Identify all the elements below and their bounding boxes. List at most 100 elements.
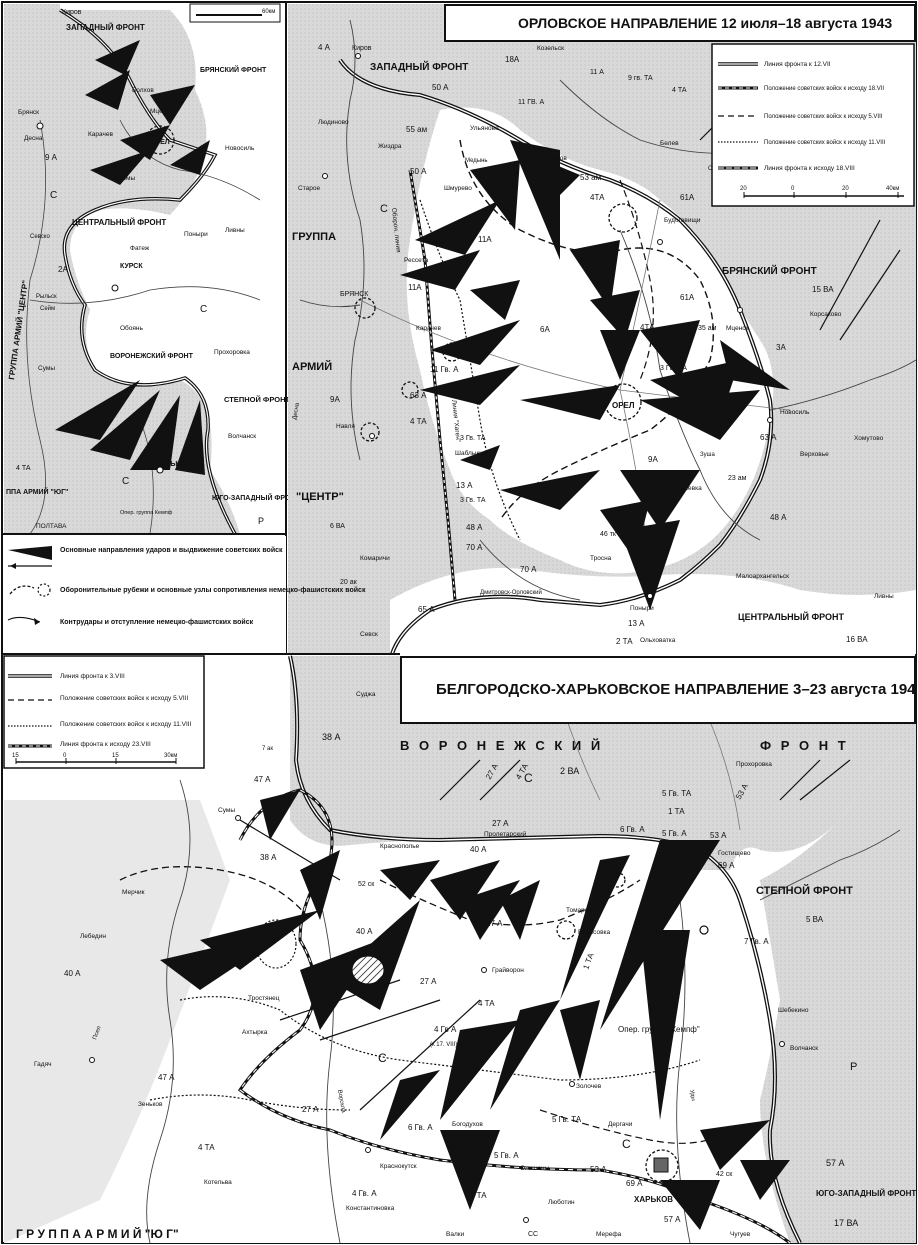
belg-label-7a: 7 ак: [262, 746, 273, 752]
orel-label-50a-b: 50 А: [410, 167, 427, 176]
belg-scale-3: 15: [112, 753, 119, 759]
belg-label-yugo-zapadny: ЮГО-ЗАПАДНЫЙ ФРОНТ: [816, 1189, 916, 1198]
inset-label-2a: 2А: [58, 265, 68, 274]
belg-label-akhtyrka: Ахтырка: [242, 1029, 268, 1036]
belg-label-c2: С: [378, 1051, 387, 1065]
inset-label-fatezh: Фатеж: [130, 245, 150, 252]
orel-label-18a: 18А: [505, 55, 520, 64]
belg-label-57a-b: 57 А: [664, 1215, 681, 1224]
belg-label-5va: 5 ВА: [806, 915, 824, 924]
orel-label-2ta: 2 ТА: [616, 637, 633, 646]
belg-label-42a: 42 ск: [716, 1171, 733, 1178]
orel-label-3ta: 3 ГВ. ТА: [660, 365, 687, 372]
belg-label-sudzha: Суджа: [356, 691, 376, 698]
orel-label-novosil: Новосиль: [780, 409, 810, 416]
inset-label-c2: С: [200, 304, 207, 315]
belg-label-c1: С: [524, 771, 533, 785]
orel-label-63a-b: 63 А: [760, 433, 777, 442]
belg-scale-2: 0: [63, 753, 67, 759]
orel-label-4ta-d: 4 ТА: [410, 417, 427, 426]
belg-label-zenkov: Зеньков: [138, 1101, 163, 1108]
inset-label-volchansk: Волчанск: [228, 433, 256, 440]
inset-label-stepnoy: СТЕПНОЙ ФРОНТ: [224, 395, 290, 404]
belg-label-voronezhsky: В О Р О Н Е Ж С К И Й: [400, 738, 603, 753]
belg-label-6gva: 6 Гв. А: [620, 825, 645, 834]
belg-label-grayvoron: Грайворон: [492, 966, 524, 974]
belg-label-27a-c: 27 А: [486, 919, 503, 928]
orel-label-shablykino: Шаблыкино: [455, 449, 491, 457]
belg-label-4gva-b: 4 Гв. А: [352, 1189, 377, 1198]
orel-label-kirov: Киров: [352, 45, 372, 52]
orel-label-dmitrovsk: Дмитровск-Орловский: [480, 589, 542, 596]
orel-label-kozelsk: Козельск: [537, 45, 564, 52]
orel-label-23a: 23 ам: [728, 475, 747, 482]
orel-label-medyn: Медынь: [465, 158, 488, 164]
belg-label-1ta-c: 1 ТА: [470, 1191, 487, 1200]
orel-label-15va: 15 ВА: [812, 285, 834, 294]
belg-label-sumy: Сумы: [218, 807, 235, 814]
orel-label-bryansk: БРЯНСК: [340, 291, 369, 298]
belg-label-prokhorovka: Прохоровка: [736, 761, 772, 768]
belg-label-47a-b: 47 А: [158, 1073, 175, 1082]
belg-label-lebedin: Лебедин: [80, 932, 106, 940]
orel-label-55a: 55 ам: [406, 125, 427, 134]
inset-label-prokhorovka: Прохоровка: [214, 349, 250, 356]
orel-label-mtsensk: Мценск: [726, 325, 749, 332]
orel-label-komarichi: Комаричи: [360, 555, 390, 562]
belg-label-17va: 17 ВА: [834, 1218, 858, 1228]
belg-label-tomarovka: Томаровка: [566, 907, 599, 914]
belg-label-40a: 40 А: [470, 845, 487, 854]
inset-label-voronezhsky: ВОРОНЕЖСКИЙ ФРОНТ: [110, 351, 194, 360]
orel-label-63a: 63 А: [410, 391, 427, 400]
belg-label-53a-b: 53 А: [710, 831, 727, 840]
belg-label-chuguev: Чугуев: [730, 1231, 751, 1238]
inset-label-tsentralny: ЦЕНТРАЛЬНЫЙ ФРОНТ: [72, 218, 166, 227]
orel-label-gruppa: ГРУППА: [292, 231, 336, 243]
orel-label-maloarkh: Малоархангельск: [736, 573, 789, 580]
inset-label-kharkov: ХАРЬКОВ: [156, 461, 190, 468]
belg-label-gruppa-armiy: Г Р У П П А А Р М И Й "Ю Г": [16, 1226, 179, 1241]
belg-label-7gva: 7 Гв. А: [744, 937, 769, 946]
orel-label-orel: ОРЕЛ: [612, 401, 635, 410]
orel-label-navlya: Навля: [336, 423, 355, 430]
inset-label-c3: С: [122, 476, 129, 487]
belg-label-c3: С: [622, 1137, 631, 1151]
belg-label-6gva-b: 6 Гв. А: [408, 1123, 433, 1132]
belg-label-4ta-b: 4 ТА: [478, 999, 495, 1008]
inset-label-ponyri: Поныри: [184, 231, 208, 238]
inset-label-yugo-zapadny: ЮГО-ЗАПАДНЫЙ ФРОНТ: [212, 493, 300, 502]
belg-legend-item-3: Положение советских войск к исходу 11.VI…: [60, 720, 192, 728]
orel-label-zhizdra: Жиздра: [378, 143, 402, 150]
orel-label-bryansky: БРЯНСКИЙ ФРОНТ: [722, 264, 817, 277]
belg-legend-item-1: Линия фронта к 3.VIII: [60, 673, 125, 680]
inset-map: 60км Киров ЗАПАДНЫЙ ФРОНТ БРЯНСКИЙ ФРОНТ…: [4, 3, 300, 535]
orel-label-48a-b: 48 А: [770, 513, 787, 522]
belg-label-opergruppa: Опер. группа "Кемпф": [618, 1025, 700, 1034]
belg-legend-item-4: Линия фронта к исходу 23.VIII: [60, 741, 151, 748]
orel-label-16va: 16 ВА: [846, 635, 868, 644]
inset-label-livny: Ливны: [225, 227, 245, 234]
belg-legend-item-2: Положение советских войск к исходу 5.VII…: [60, 694, 188, 702]
legend-main-item-2: Оборонительные рубежи и основные узлы со…: [60, 586, 366, 594]
orel-label-48a: 48 А: [466, 523, 483, 532]
belg-label-38a-b: 38 А: [260, 853, 277, 862]
inset-label-sevsk: Севско: [30, 234, 50, 240]
orel-label-61a-b: 61А: [680, 293, 695, 302]
inset-label-9a: 9 А: [45, 153, 58, 162]
belg-label-40a-b: 40 А: [64, 969, 81, 978]
orel-label-70a: 70 А: [466, 543, 483, 552]
belg-label-volchansk: Волчанск: [790, 1045, 818, 1052]
orel-label-olkhovatka: Ольховатка: [640, 637, 676, 644]
orel-label-70a-b: 70 А: [520, 565, 537, 574]
belg-label-krasnopolye: Краснополье: [380, 843, 420, 850]
orel-label-c: С: [380, 203, 388, 215]
belg-label-valki: Валки: [446, 1231, 465, 1238]
belg-label-69a-b: 69 А: [626, 1179, 643, 1188]
belg-label-front: Ф Р О Н Т: [760, 738, 849, 753]
orel-label-zusha: Зуша: [700, 452, 715, 458]
orel-label-4ta-c: 4ТА: [640, 323, 655, 332]
belg-label-kotelva: Котельва: [204, 1179, 232, 1186]
orel-label-13a-b: 13 А: [628, 619, 645, 628]
orel-legend-item-4: Положение советских войск к исходу 11.VI…: [764, 139, 886, 146]
orel-label-9ta: 9 гв. ТА: [628, 75, 653, 82]
